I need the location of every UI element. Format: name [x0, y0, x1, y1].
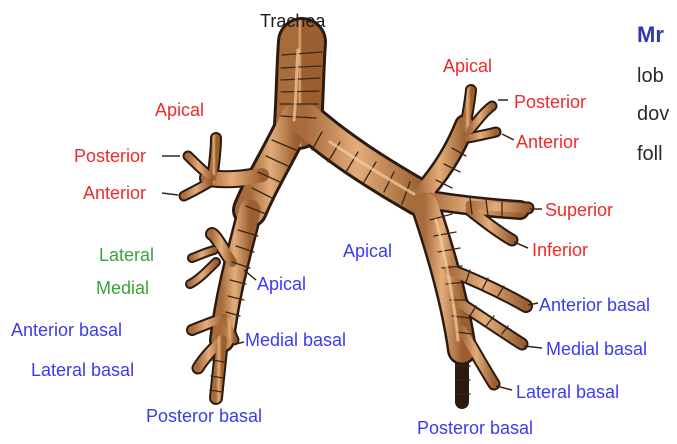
- right-inferior-label: Inferior: [532, 240, 588, 260]
- left-anterior-label: Anterior: [83, 183, 146, 203]
- right-superior-label: Superior: [545, 200, 613, 220]
- right-lateral-basal-label: Lateral basal: [516, 382, 619, 402]
- left-apical-lower-label: Apical: [257, 274, 306, 294]
- right-anterior-label: Anterior: [516, 132, 579, 152]
- labels: Trachea Apical Posterior Anterior Latera…: [11, 11, 650, 438]
- side-heading: Mr: [637, 22, 664, 47]
- left-posterior-basal-label: Posteror basal: [146, 406, 262, 426]
- side-line-3: foll: [637, 143, 663, 165]
- trachea-label: Trachea: [260, 11, 326, 31]
- left-apical-label: Apical: [155, 100, 204, 120]
- left-medial-label: Medial: [96, 278, 149, 298]
- right-anterior-basal-label: Anterior basal: [539, 295, 650, 315]
- left-lateral-label: Lateral: [99, 245, 154, 265]
- left-posterior-label: Posterior: [74, 146, 146, 166]
- right-posterior-basal-label: Posteror basal: [417, 418, 533, 438]
- side-line-1: lob: [637, 65, 664, 87]
- left-medial-basal-label: Medial basal: [245, 330, 346, 350]
- right-apical-lower-label: Apical: [343, 241, 392, 261]
- left-lateral-basal-label: Lateral basal: [31, 360, 134, 380]
- left-anterior-basal-label: Anterior basal: [11, 320, 122, 340]
- right-apical-label: Apical: [443, 56, 492, 76]
- side-line-2: dov: [637, 103, 669, 125]
- airway-tubes: [184, 42, 528, 402]
- side-text-block: Mr lob dov foll: [637, 22, 669, 165]
- right-posterior-label: Posterior: [514, 92, 586, 112]
- right-medial-basal-label: Medial basal: [546, 339, 647, 359]
